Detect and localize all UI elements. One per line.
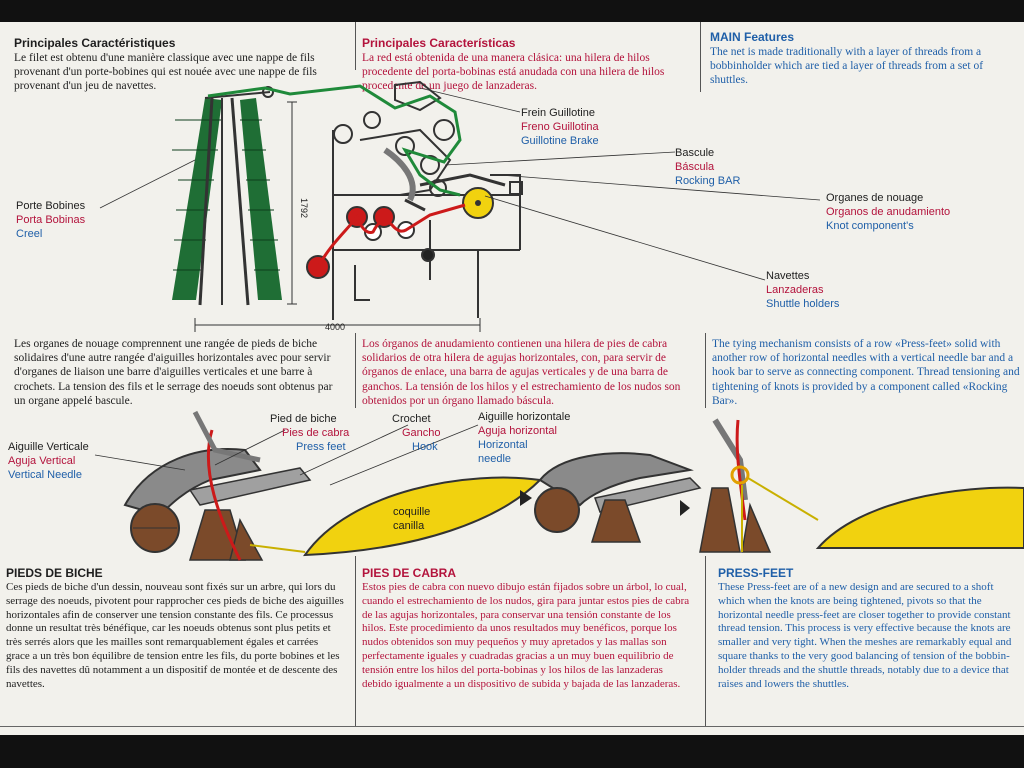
features-fr-title: Principales Caractéristiques [14, 36, 176, 50]
label-vneedle-es: Aguja Vertical [8, 455, 76, 467]
red-thread [316, 203, 466, 268]
column-divider [700, 22, 701, 92]
press-es-body: Estos pies de cabra con nuevo dibujo est… [362, 581, 690, 690]
press-fr-title: PIEDS DE BICHE [6, 566, 103, 580]
label-shuttle-fr: Navettes [766, 270, 810, 282]
features-fr-body: Le filet est obtenu d'une manière classi… [14, 52, 317, 93]
label-knot-components: Organes de nouage Organos de anudamiento… [826, 191, 950, 233]
label-creel-es: Porta Bobinas [16, 214, 86, 226]
features-es-body: La red está obtenida de una manera clási… [362, 52, 665, 93]
tying-en: The tying mechanism consists of a row «P… [712, 338, 1020, 407]
label-knot-es: Organos de anudamiento [826, 206, 951, 218]
label-shell-fr: coquille [393, 506, 431, 518]
features-en: MAIN Features The net is made traditiona… [710, 30, 1020, 88]
label-guillotine-brake: Frein Guillotine Freno Guillotina Guillo… [521, 106, 599, 148]
label-rocking-fr: Bascule [675, 147, 715, 159]
label-rocking-en: Rocking BAR [675, 175, 741, 187]
label-hook: Crochet Gancho Hook [392, 412, 441, 454]
press-es-title: PIES DE CABRA [362, 566, 457, 580]
dim-height: 1792 [299, 198, 309, 218]
column-divider [705, 333, 706, 408]
section-rule [0, 726, 1024, 727]
label-hook-fr: Crochet [392, 413, 431, 425]
label-vneedle-en: Vertical Needle [8, 469, 82, 481]
pulleys [333, 111, 523, 262]
dim-width: 4000 [325, 322, 345, 332]
leader-lines [99, 87, 821, 281]
creel-illustration [172, 86, 282, 306]
features-en-title: MAIN Features [710, 30, 795, 44]
press-fr-body: Ces pieds de biche d'un dessin, nouveau … [6, 581, 344, 690]
label-press-feet: Pied de biche Pies de cabra Press feet [270, 412, 349, 454]
label-pied-fr: Pied de biche [270, 413, 337, 425]
label-creel-en: Creel [16, 228, 43, 240]
label-knot-en: Knot component's [826, 220, 914, 232]
label-hook-es: Gancho [402, 427, 441, 439]
column-divider [355, 22, 356, 70]
mechanism-right [699, 418, 819, 553]
label-pied-es: Pies de cabra [282, 427, 350, 439]
label-hneedle-fr: Aiguille horizontale [478, 411, 571, 423]
features-es-title: Principales Características [362, 36, 516, 50]
label-hneedle-es: Aguja horizontal [478, 425, 557, 437]
label-brake-es: Freno Guillotina [521, 121, 599, 133]
features-en-body: The net is made traditionally with a lay… [710, 46, 984, 87]
bottom-black-border [0, 735, 1024, 768]
label-shuttle-holders: Navettes Lanzaderas Shuttle holders [766, 269, 839, 311]
column-divider [705, 556, 706, 726]
label-horizontal-needle: Aiguille horizontale Aguja horizontal Ho… [478, 410, 570, 466]
label-shell: coquille canilla [393, 505, 430, 533]
label-shuttle-es: Lanzaderas [766, 284, 824, 296]
green-thread [207, 84, 462, 197]
shell-right [815, 486, 1024, 549]
label-knot-fr: Organes de nouage [826, 192, 924, 204]
top-black-border [0, 0, 1024, 22]
label-hneedle-en: Horizontal needle [478, 439, 528, 465]
label-creel-fr: Porte Bobines [16, 200, 86, 212]
label-hook-en: Hook [412, 441, 438, 453]
features-fr: Principales Caractéristiques Le filet es… [14, 36, 344, 94]
mechanism-left [123, 410, 312, 561]
label-shell-es: canilla [393, 520, 425, 532]
press-es: PIES DE CABRA Estos pies de cabra con nu… [362, 566, 697, 691]
label-shuttle-en: Shuttle holders [766, 298, 840, 310]
tying-es: Los órganos de anudamiento contienen una… [362, 338, 681, 407]
label-creel: Porte Bobines Porta Bobinas Creel [16, 199, 85, 241]
label-vneedle-fr: Aiguille Verticale [8, 441, 89, 453]
press-en: PRESS-FEET These Press-feet are of a new… [718, 566, 1020, 691]
press-en-title: PRESS-FEET [718, 566, 794, 580]
column-divider [355, 333, 356, 408]
label-rocking-es: Báscula [675, 161, 715, 173]
label-vertical-needle: Aiguille Verticale Aguja Vertical Vertic… [8, 440, 89, 482]
column-divider [355, 556, 356, 726]
mechanism-middle [520, 452, 702, 543]
tying-fr: Les organes de nouage comprennent une ra… [14, 338, 333, 407]
label-brake-en: Guillotine Brake [521, 135, 599, 147]
features-es: Principales Características La red está … [362, 36, 692, 94]
label-brake-fr: Frein Guillotine [521, 107, 595, 119]
press-fr: PIEDS DE BICHE Ces pieds de biche d'un d… [6, 566, 346, 691]
label-pied-en: Press feet [296, 441, 346, 453]
label-rocking-bar: Bascule Báscula Rocking BAR [675, 146, 740, 188]
press-en-body: These Press-feet are of a new design and… [718, 581, 1012, 690]
